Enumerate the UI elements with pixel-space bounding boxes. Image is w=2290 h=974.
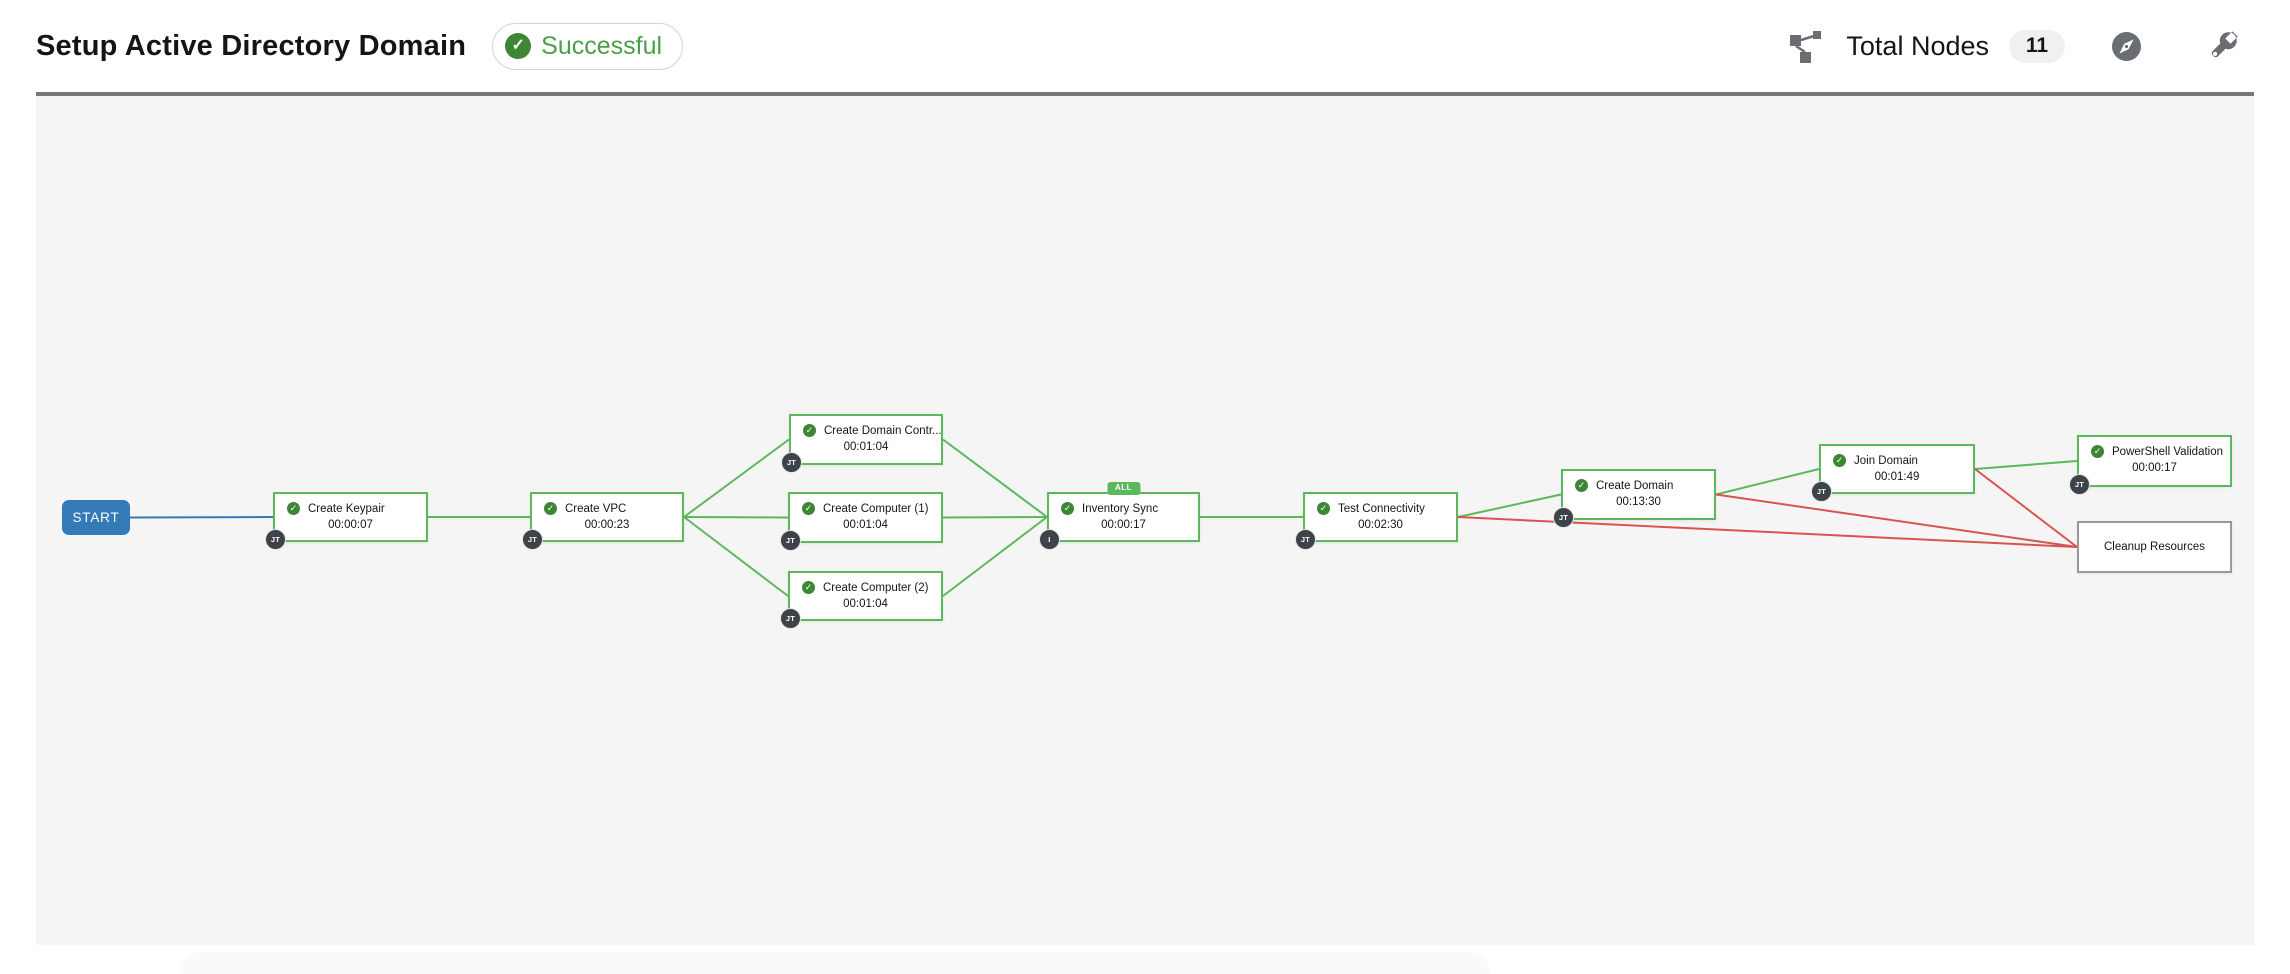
node-label: Join Domain [1854,454,1918,467]
node-elapsed-time: 00:00:07 [328,519,373,531]
success-check-icon: ✓ [1833,454,1846,467]
compass-legend-icon [2111,31,2142,62]
node-type-badge: JT [1811,481,1832,502]
node-title-row: ✓ Create Keypair [287,502,426,515]
node-label: PowerShell Validation [2112,445,2224,458]
page-title: Setup Active Directory Domain [36,29,467,62]
tools-wrench-icon [2206,29,2240,63]
node-type-badge: JT [780,608,801,629]
node-title-row: ✓ PowerShell Validation [2091,445,2230,458]
node-type-badge: JT [522,529,543,550]
status-badge-label: Successful [541,31,663,60]
canvas-top-border [36,92,2254,96]
success-check-icon: ✓ [505,33,532,59]
node-elapsed-time: 00:13:30 [1616,496,1661,508]
edge-start-to-create-keypair [129,516,274,519]
edge-create-computer-2-to-inventory-sync [942,516,1048,597]
node-label: Create Computer (1) [823,502,929,515]
node-label: Create Computer (2) [823,581,929,594]
edge-test-connectivity-to-create-domain [1457,493,1562,518]
node-type-badge: JT [1553,507,1574,528]
node-type-badge: JT [265,529,286,550]
edge-create-computer-1-to-inventory-sync [942,516,1048,519]
node-elapsed-time: 00:00:17 [1101,519,1146,531]
workflow-output-header: Setup Active Directory Domain ✓ Successf… [0,0,2290,92]
node-title-row: ✓ Join Domain [1833,454,1973,467]
node-type-badge: JT [1295,529,1316,550]
node-title-row: ✓ Create Computer (2) [802,581,941,594]
edge-join-domain-to-cleanup-resources [1974,468,2078,548]
success-check-icon: ✓ [803,424,816,437]
success-check-icon: ✓ [287,502,300,515]
node-elapsed-time: 00:01:04 [843,598,888,610]
node-label: Inventory Sync [1082,502,1159,515]
node-type-badge: I [1039,529,1060,550]
node-type-badge: JT [2069,474,2090,495]
edge-create-domain-to-join-domain [1715,468,1820,496]
total-nodes-count-badge: 11 [2009,29,2065,63]
node-type-badge: JT [781,452,802,473]
node-label: Create Keypair [308,502,385,515]
success-check-icon: ✓ [544,502,557,515]
node-title-row: ✓ Create Domain [1575,479,1714,492]
node-elapsed-time: 00:00:17 [2132,462,2177,474]
node-type-badge: JT [780,530,801,551]
node-label: Test Connectivity [1338,502,1425,515]
success-check-icon: ✓ [1317,502,1330,515]
node-label: Create Domain [1596,479,1674,492]
node-elapsed-time: 00:01:49 [1874,471,1920,483]
success-check-icon: ✓ [1061,502,1074,515]
node-title-row: ✓ Test Connectivity [1317,502,1456,515]
edge-create-vpc-to-create-computer-1 [683,516,789,519]
node-title-row: ✓ Create Computer (1) [802,502,941,515]
header-toolbar: Total Nodes 11 [1788,28,2258,64]
workflow-sitemap-icon [1788,28,1822,64]
node-label: Create Domain Contr... [824,424,942,437]
node-title-row: ✓ Create Domain Contr... [803,424,942,437]
success-check-icon: ✓ [1575,479,1588,492]
node-elapsed-time: 00:00:23 [584,519,630,531]
edge-create-vpc-to-create-computer-2 [683,516,789,597]
bottom-panel-edge [180,952,1490,974]
node-label: Cleanup Resources [2103,541,2205,553]
legend-compass-button[interactable] [2111,31,2142,62]
tools-button[interactable] [2206,29,2240,63]
success-check-icon: ✓ [2091,445,2104,458]
edge-create-vpc-to-create-domain-controller [683,438,790,518]
edge-test-connectivity-to-cleanup-resources [1457,516,2078,548]
success-check-icon: ✓ [802,581,815,594]
workflow-edges-layer [129,438,2078,597]
convergence-all-tag: ALL [1106,482,1141,495]
status-badge: ✓ Successful [492,22,684,70]
workflow-node-cleanup-resources[interactable]: Cleanup Resources [2077,521,2232,573]
node-elapsed-time: 00:02:30 [1358,519,1403,531]
node-elapsed-time: 00:01:04 [843,441,889,453]
node-label: Create VPC [565,502,627,515]
edge-join-domain-to-powershell-validation [1974,460,2078,470]
total-nodes-label: Total Nodes [1846,30,1989,61]
node-elapsed-time: 00:01:04 [843,519,888,531]
start-node-label: START [72,510,120,525]
node-title-row: ✓ Create VPC [544,502,682,515]
edge-create-domain-to-cleanup-resources [1715,493,2078,548]
success-check-icon: ✓ [802,502,815,515]
start-node[interactable]: START [62,500,130,535]
edge-create-domain-controller-to-inventory-sync [942,438,1048,518]
node-title-row: ✓ Inventory Sync [1061,502,1198,515]
